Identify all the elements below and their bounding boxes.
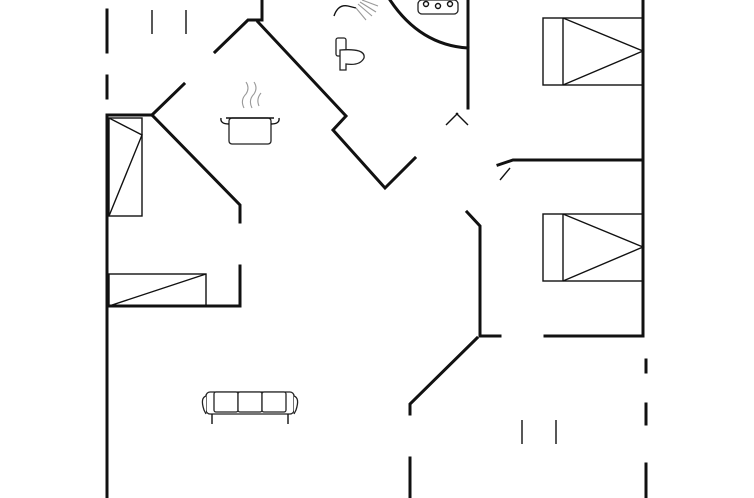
- wall-bath-kitchen: [255, 19, 418, 191]
- shower-icon: [333, 0, 379, 21]
- walls: [105, 0, 648, 498]
- wall-bedroom3-diagonal: [149, 112, 242, 224]
- cooking-pot-icon: [220, 81, 280, 145]
- door-bath-stub-2: [445, 112, 459, 126]
- double-bed-icon: [542, 17, 645, 86]
- single-bed-icon: [108, 117, 143, 217]
- single-bed-icon: [108, 273, 207, 307]
- toilet-icon: [335, 37, 365, 71]
- hot-tub-icon: [417, 0, 459, 15]
- door-bath-stub: [455, 112, 469, 126]
- wall-bathroom-curve: [388, 0, 470, 50]
- double-bed-icon: [542, 213, 645, 282]
- wall-hall-lower: [464, 209, 502, 338]
- wall-hall-diag: [496, 158, 645, 167]
- wall-kitchen-diag-2: [212, 0, 264, 55]
- wall-living-diag: [408, 335, 480, 416]
- sofa-icon: [201, 391, 299, 424]
- door-hall-stub: [499, 167, 511, 181]
- wall-kitchen-diag-1: [149, 81, 187, 118]
